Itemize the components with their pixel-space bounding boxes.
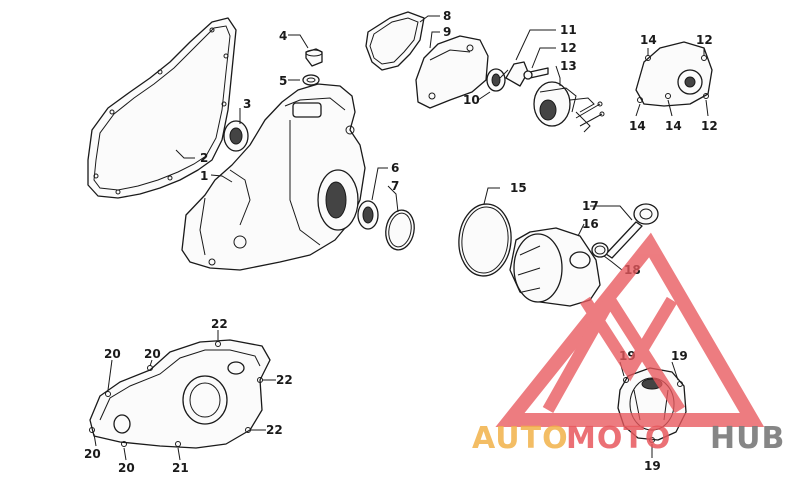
callout-20-d: 20: [118, 461, 135, 475]
callout-22-a: 22: [211, 317, 228, 331]
callout-20-a: 20: [104, 347, 121, 361]
callout-9: 9: [443, 25, 451, 39]
callout-20-b: 20: [144, 347, 161, 361]
callout-19-b: 19: [671, 349, 688, 363]
callout-13: 13: [560, 59, 577, 73]
watermark-triangle-outer: [495, 232, 765, 427]
callout-14-b: 14: [629, 119, 646, 133]
watermark-triangle-mid: [579, 296, 678, 382]
watermark-wordmark: AUTO MOTO HUB: [472, 421, 785, 456]
callout-7: 7: [391, 179, 399, 193]
callout-22-c: 22: [266, 423, 283, 437]
watermark-word-moto: MOTO: [566, 421, 671, 456]
callout-4: 4: [279, 29, 287, 43]
callout-3: 3: [243, 97, 251, 111]
callout-12-a: 12: [560, 41, 577, 55]
callout-17: 17: [582, 199, 599, 213]
seal-part-3: [223, 120, 249, 152]
callout-12-c: 12: [701, 119, 718, 133]
impeller-part-13: [533, 81, 595, 133]
callout-15: 15: [510, 181, 527, 195]
callout-2: 2: [200, 151, 208, 165]
plug-part-4: [305, 48, 323, 67]
callout-16: 16: [582, 217, 599, 231]
shaft-part-11: [499, 61, 529, 87]
callout-1: 1: [200, 169, 208, 183]
pin-hardware: [575, 101, 605, 127]
callout-11: 11: [560, 23, 577, 37]
seal-part-6: [357, 200, 379, 230]
watermark-triangle-inner: [542, 288, 686, 414]
callout-10: 10: [463, 93, 480, 107]
callout-5: 5: [279, 74, 287, 88]
gasket-part-2: [87, 17, 237, 199]
callout-12-b: 12: [696, 33, 713, 47]
gasket-part-8: [365, 11, 425, 71]
callout-6: 6: [391, 161, 399, 175]
watermark-logo: [495, 232, 765, 427]
callout-14-a: 14: [640, 33, 657, 47]
cap-part-12-14: [635, 41, 713, 107]
watermark-word-hub: HUB: [710, 421, 785, 456]
o-ring-part-7: [385, 209, 415, 251]
pump-cover-part-9: [415, 35, 489, 109]
callout-21: 21: [172, 461, 189, 475]
o-ring-part-5: [302, 74, 320, 86]
o-ring-part-15: [458, 203, 512, 277]
o-ring-part-18: [591, 242, 609, 258]
watermark-word-auto: AUTO: [472, 421, 569, 456]
callout-8: 8: [443, 9, 451, 23]
lower-cover-part-21: [89, 339, 271, 449]
filter-housing-part-16: [509, 227, 601, 307]
seal-part-10: [486, 68, 506, 92]
callout-22-b: 22: [276, 373, 293, 387]
cover-part-1: [181, 83, 366, 271]
leader-lines: [93, 15, 709, 461]
dipstick-part-17: [605, 203, 659, 259]
callout-20-c: 20: [84, 447, 101, 461]
callout-19-c: 19: [644, 459, 661, 473]
screw-part-12: [523, 67, 549, 80]
callout-14-c: 14: [665, 119, 682, 133]
